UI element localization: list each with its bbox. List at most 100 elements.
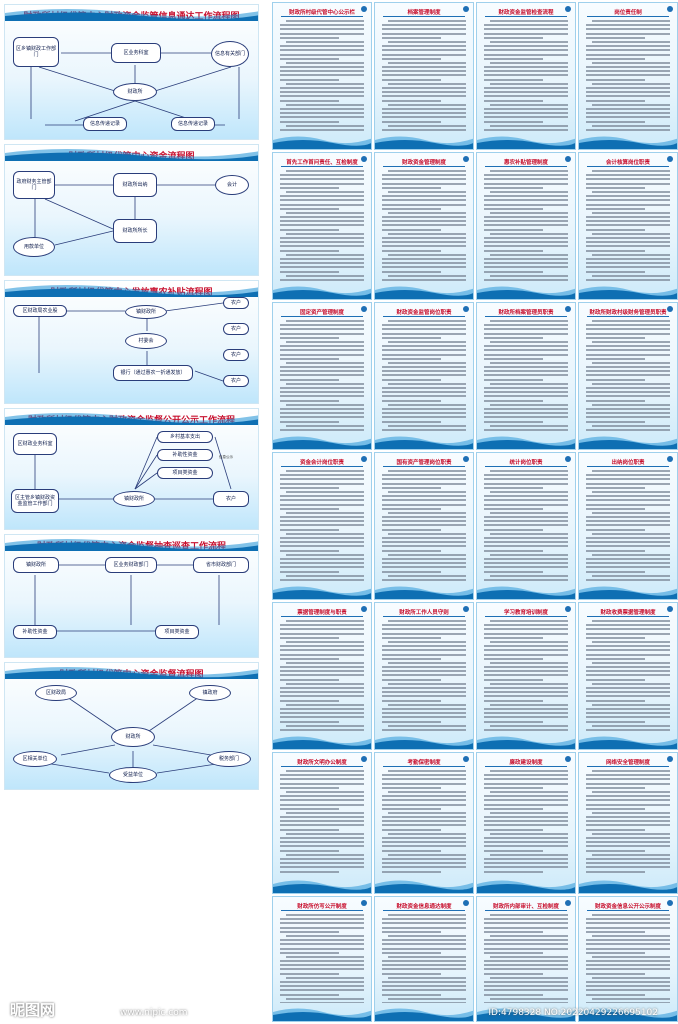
box-basic-spending: 乡村基本支出 [157, 431, 213, 443]
panel-body-text [484, 470, 568, 581]
title-underline [281, 616, 363, 617]
panel-body-text [280, 914, 364, 1003]
wave-decoration [579, 736, 677, 749]
panel-title: 首先工作首问责任、互检制度 [286, 160, 358, 166]
title-underline [587, 316, 669, 317]
wave-decoration [5, 285, 258, 297]
wave-decoration [375, 586, 473, 599]
regulation-panel: 统计岗位职责 [476, 452, 576, 600]
emblem-icon [565, 900, 571, 906]
title-underline [383, 166, 465, 167]
regulation-panel: 财政所工作人员守则 [374, 602, 474, 750]
box-public-info: 信息公示 [219, 455, 233, 459]
box-info-departments: 信息有关部门 [211, 41, 249, 67]
panel-body-text [586, 620, 670, 731]
panel-title: 惠农补贴管理制度 [503, 160, 548, 166]
regulation-panel: 考勤保密制度 [374, 752, 474, 894]
regulation-panel: 财政所档案管理员职责 [476, 302, 576, 450]
box-district-business: 区财政业务科室 [13, 433, 57, 455]
wave-decoration [579, 136, 677, 149]
wave-decoration [273, 136, 371, 149]
panel-title: 财政所内部审计、互检制度 [492, 904, 559, 910]
emblem-icon [667, 6, 673, 12]
emblem-icon [565, 6, 571, 12]
flowchart-inspection: 财政所村级代管中心资金监督抽查巡查工作流程 镇财政所 区业务财政部门 省市财政部… [4, 534, 259, 658]
panel-title: 财政所财政村级财务管理员职责 [589, 310, 667, 316]
emblem-icon [565, 456, 571, 462]
wave-decoration [273, 736, 371, 749]
panel-body-text [280, 320, 364, 431]
box-farmer: 农户 [223, 349, 249, 361]
box-business-office: 区业务科室 [111, 43, 161, 63]
regulation-panel: 财政所内部审计、互检制度 [476, 896, 576, 1022]
box-info-record-left: 信息传递记录 [83, 117, 127, 131]
title-underline [281, 910, 363, 911]
emblem-icon [463, 156, 469, 162]
wave-decoration [579, 880, 677, 893]
box-farmer: 农户 [223, 375, 249, 387]
regulation-panel: 财政资金监管检查流程 [476, 2, 576, 150]
box-subsidy-funds: 补助性资金 [157, 449, 213, 461]
wave-decoration [477, 436, 575, 449]
panel-body-text [382, 914, 466, 1003]
panel-body-text [586, 20, 670, 131]
regulation-panels-grid: 财政所村级代管中心公示栏档案管理制度财政资金监管检查流程岗位责任制首先工作首问责… [272, 0, 678, 1024]
wave-decoration [375, 436, 473, 449]
flowchart-connectors [34, 436, 232, 500]
regulation-panel: 岗位责任制 [578, 2, 678, 150]
panel-body-text [280, 20, 364, 131]
title-underline [383, 910, 465, 911]
flowchart-disclosure: 财政所村级代管中心财政资金监督公开公示工作流程 区财政业务科室 乡村基本支出 补… [4, 408, 259, 530]
title-underline [587, 910, 669, 911]
panel-title: 财政所档案管理员职责 [498, 310, 554, 316]
panel-title: 财政收费票据管理制度 [600, 610, 656, 616]
panel-title: 统计岗位职责 [509, 460, 543, 466]
emblem-icon [361, 756, 367, 762]
box-gov-finance: 政府财务主管部门 [13, 171, 55, 199]
regulation-panel: 首先工作首问责任、互检制度 [272, 152, 372, 300]
wave-decoration [477, 586, 575, 599]
regulation-panel: 财政收费票据管理制度 [578, 602, 678, 750]
emblem-icon [565, 756, 571, 762]
wave-decoration [375, 286, 473, 299]
emblem-icon [463, 6, 469, 12]
emblem-icon [667, 900, 673, 906]
flowchart-info-transfer: 财政所村级代管中心财政资金监管信息通达工作流程图 区乡镇财政工作部门 区业务科室… [4, 4, 259, 140]
flowchart-fund-supervision: 财政所村级代管中心资金监督流程图 区财政局 镇政府 财政所 区相关单位 税务部门… [4, 662, 259, 790]
panel-body-text [280, 170, 364, 281]
regulation-panel: 财政所财政村级财务管理员职责 [578, 302, 678, 450]
box-town-finance: 镇财政所 [113, 491, 155, 507]
panel-body-text [484, 20, 568, 131]
panel-title: 国有资产管理岗位职责 [396, 460, 452, 466]
panel-body-text [382, 470, 466, 581]
emblem-icon [463, 606, 469, 612]
panel-body-text [382, 170, 466, 281]
panel-body-text [586, 470, 670, 581]
emblem-icon [667, 156, 673, 162]
regulation-panel: 网络安全管理制度 [578, 752, 678, 894]
panel-title: 会计核算岗位职责 [605, 160, 650, 166]
title-underline [383, 16, 465, 17]
panel-body-text [280, 470, 364, 581]
wave-decoration [375, 880, 473, 893]
panel-title: 学习教育培训制度 [503, 610, 548, 616]
box-supervision-dept: 区主管乡镇财政资金监管工作部门 [11, 489, 59, 513]
panel-body-text [484, 620, 568, 731]
regulation-panel: 票据管理制度与职责 [272, 602, 372, 750]
panel-title: 档案管理制度 [407, 10, 441, 16]
regulation-panel: 财政资金管理制度 [374, 152, 474, 300]
regulation-panel: 资金会计岗位职责 [272, 452, 372, 600]
title-underline [383, 616, 465, 617]
panel-body-text [484, 170, 568, 281]
regulation-panel: 财政资金信息公开公示制度 [578, 896, 678, 1022]
panel-title: 财政资金监管岗位职责 [396, 310, 452, 316]
regulation-panel: 国有资产管理岗位职责 [374, 452, 474, 600]
wave-decoration [273, 286, 371, 299]
panel-title: 财政所工作人员守则 [399, 610, 449, 616]
box-town-finance: 镇财政所 [13, 557, 59, 573]
emblem-icon [463, 900, 469, 906]
regulation-panel: 财政资金监管岗位职责 [374, 302, 474, 450]
title-underline [281, 466, 363, 467]
regulation-panel: 出纳岗位职责 [578, 452, 678, 600]
title-underline [281, 316, 363, 317]
